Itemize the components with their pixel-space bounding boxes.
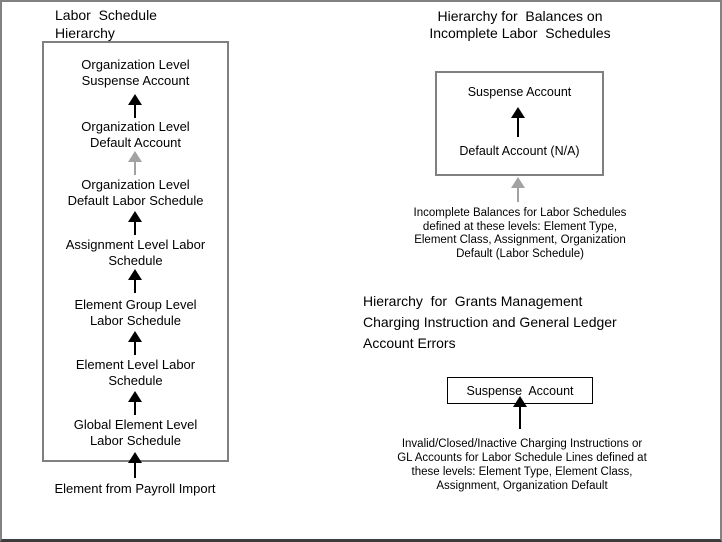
labor-schedule-hierarchy-box: Organization Level Suspense Account Orga… <box>42 41 229 462</box>
up-arrow-head-icon <box>128 211 142 222</box>
incomplete-balances-up-arrow-gray <box>511 177 525 202</box>
up-arrow-head-icon <box>128 269 142 280</box>
up-arrow-gray <box>128 151 142 175</box>
up-arrow-tail <box>519 407 521 429</box>
balances-box: Suspense Account Default Account (N/A) <box>435 71 604 176</box>
up-arrow <box>128 94 142 118</box>
up-arrow-tail <box>134 342 136 355</box>
payroll-import-up-arrow <box>128 452 142 478</box>
suspense-account-label: Suspense Account <box>466 383 574 398</box>
up-arrow <box>128 391 142 415</box>
up-arrow-tail <box>134 105 136 118</box>
up-arrow-tail <box>134 402 136 415</box>
level-element-group-labor-schedule: Element Group Level Labor Schedule <box>74 297 197 328</box>
level-org-suspense-account: Organization Level Suspense Account <box>81 57 190 88</box>
level-assignment-labor-schedule: Assignment Level Labor Schedule <box>65 237 206 268</box>
up-arrow-head-icon <box>128 94 142 105</box>
up-arrow <box>128 211 142 235</box>
up-arrow-head-icon <box>511 107 525 118</box>
suspense-account-label: Suspense Account <box>467 85 572 99</box>
balances-hierarchy-title: Hierarchy for Balances on Incomplete Lab… <box>429 8 611 41</box>
up-arrow-head-icon <box>128 452 142 463</box>
up-arrow-head-icon <box>511 177 525 188</box>
level-element-labor-schedule: Element Level Labor Schedule <box>75 357 196 388</box>
up-arrow <box>128 269 142 293</box>
incomplete-balances-caption: Incomplete Balances for Labor Schedules … <box>413 207 627 260</box>
up-arrow-head-icon <box>128 151 142 162</box>
level-org-default-labor-schedule: Organization Level Default Labor Schedul… <box>67 177 204 208</box>
up-arrow-head-icon <box>128 331 142 342</box>
up-arrow-tail <box>134 162 136 175</box>
up-arrow <box>511 107 525 137</box>
up-arrow-tail <box>517 188 519 202</box>
default-account-na-label: Default Account (N/A) <box>459 144 580 158</box>
labor-schedule-hierarchy-title: Labor Schedule Hierarchy <box>55 7 157 41</box>
up-arrow-tail <box>134 463 136 478</box>
up-arrow <box>128 331 142 355</box>
level-org-default-account: Organization Level Default Account <box>81 119 190 150</box>
up-arrow-tail <box>134 222 136 235</box>
up-arrow-tail <box>134 280 136 293</box>
errors-up-arrow <box>513 396 527 429</box>
invalid-charging-instructions-caption: Invalid/Closed/Inactive Charging Instruc… <box>397 438 647 492</box>
grants-errors-hierarchy-title: Hierarchy for Grants Management Charging… <box>363 293 617 351</box>
level-global-element-labor-schedule: Global Element Level Labor Schedule <box>73 417 198 448</box>
element-from-payroll-import-label: Element from Payroll Import <box>54 481 216 496</box>
up-arrow-head-icon <box>513 396 527 407</box>
up-arrow-tail <box>517 118 519 137</box>
up-arrow-head-icon <box>128 391 142 402</box>
